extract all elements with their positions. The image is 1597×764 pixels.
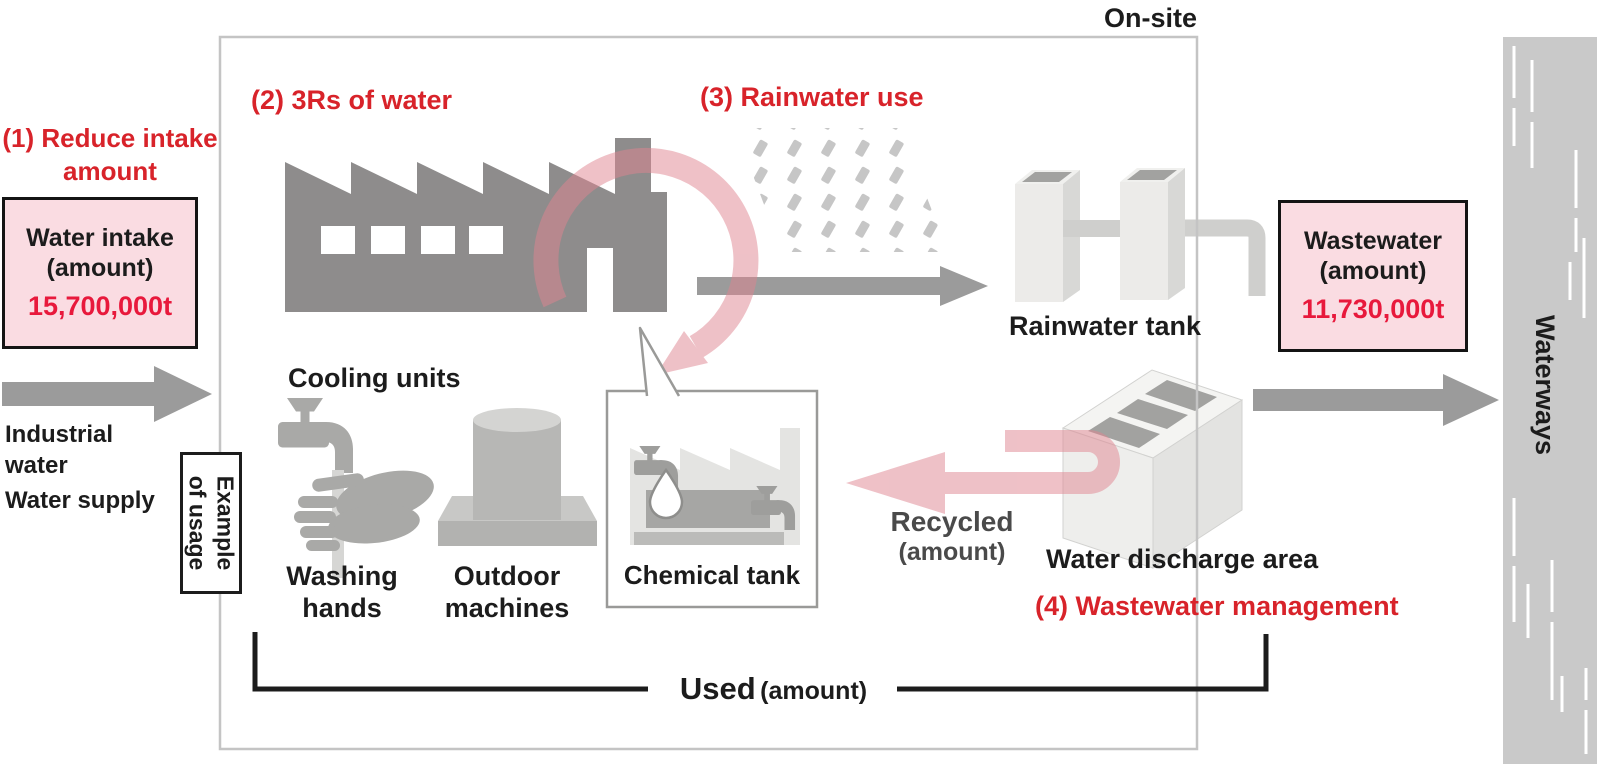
example-of-usage-text: Example of usage [183,476,239,571]
wastewater-to-waterways-arrow [1253,374,1499,426]
example-line2: of usage [184,475,211,571]
washing-line2: hands [302,593,382,624]
water-discharge-label: Water discharge area [1046,544,1319,574]
onsite-label: On-site [1103,3,1197,33]
used-amount-label: Used (amount) [652,670,895,708]
water-drop-icon [648,467,684,520]
intake-value: 15,700,000t [27,291,173,321]
water-supply-label: Water supply [5,487,155,514]
rain-icon [735,128,948,252]
washing-line1: Washing [286,561,398,591]
water-intake-arrow [2,366,212,422]
used-sub-text: (amount) [760,677,868,705]
washing-hands-label: Washing hands [267,560,417,625]
industrial-line2: water [5,452,68,480]
recycle-loop-icon [533,147,759,375]
outdoor-machines-label: Outdoor machines [428,560,586,625]
water-discharge-block-icon [1061,369,1244,569]
step3-heading: (3) Rainwater use [700,82,924,112]
outdoor-line1: Outdoor [453,561,561,591]
wastewater-value: 11,730,000t [1301,294,1445,324]
recycled-line2: (amount) [898,538,1006,566]
step1-heading: (1) Reduce intake amount [0,122,220,187]
intake-title-line2: (amount) [46,253,154,282]
waterways-stream-marks [1512,46,1588,754]
chemical-tank-bubble-icon [605,326,819,609]
waterways-band [1503,37,1597,764]
chemical-tank-label: Chemical tank [623,560,801,590]
rainwater-tank-icon [1015,168,1266,302]
wastewater-title-line2: (amount) [1319,256,1427,285]
water-intake-box: Water intake (amount) 15,700,000t [2,197,198,349]
washing-hands-icon [278,398,434,578]
recycled-u-arrow-icon [846,430,1120,514]
step1-line1: (1) Reduce intake [2,123,218,153]
wastewater-title-line1: Wastewater [1303,227,1442,255]
step4-heading: (4) Wastewater management [1035,591,1399,621]
industrial-line1: Industrial [5,421,114,448]
recycled-label: Recycled (amount) [872,506,1032,567]
factory-to-raintank-arrow [697,266,988,306]
cooling-units-label: Cooling units [288,363,461,393]
outdoor-line2: machines [444,593,570,624]
industrial-water-label: Industrial water [5,419,113,481]
recycled-line1: Recycled [890,506,1014,537]
waterways-label: Waterways [1530,314,1560,456]
step1-line2: amount [63,155,157,186]
outdoor-machine-icon [438,408,597,546]
example-line1: Example [212,475,239,571]
intake-title-line1: Water intake [26,224,174,252]
rainwater-tank-label: Rainwater tank [1008,311,1202,341]
step2-heading: (2) 3Rs of water [251,85,453,115]
used-text: Used [679,671,756,706]
used-bracket [252,632,1269,692]
onsite-border [218,35,1199,751]
faucet-icon [278,398,353,473]
wastewater-box: Wastewater (amount) 11,730,000t [1278,200,1468,352]
example-of-usage-box: Example of usage [180,452,242,594]
